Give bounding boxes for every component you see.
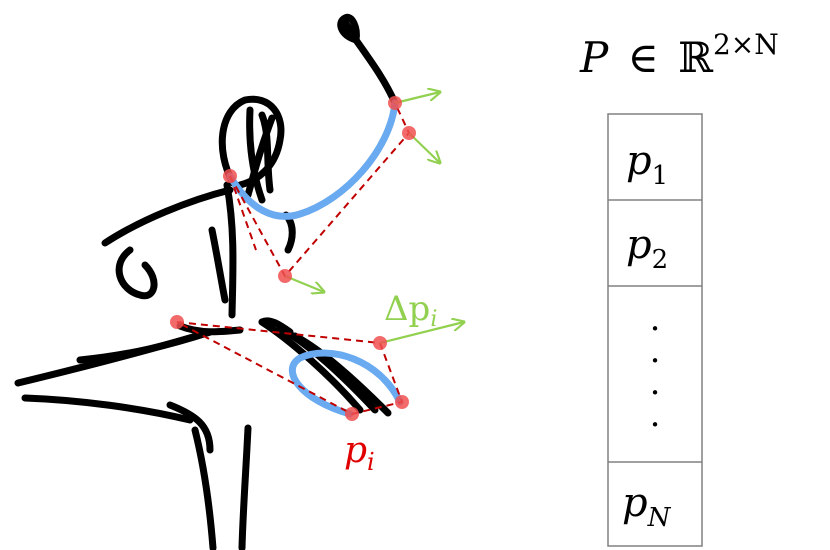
arrow-middle xyxy=(284,274,324,292)
hair-stroke-2 xyxy=(258,111,274,194)
hand-bundle-stroke-3 xyxy=(291,332,392,417)
displacement-arrows xyxy=(284,92,464,345)
pi-label: pi xyxy=(344,430,375,476)
extended-leg-top-stroke xyxy=(14,328,214,387)
lower-blue-curve xyxy=(288,349,404,418)
control-points xyxy=(170,96,416,421)
torso-stroke xyxy=(223,181,237,319)
control-point xyxy=(395,395,409,409)
torso-front-stroke xyxy=(208,226,229,304)
equation-label: P ∈ ℝ2×N xyxy=(579,28,779,82)
vector-entry-p1: p1 xyxy=(626,138,668,191)
standing-leg-stroke xyxy=(191,426,217,550)
control-point xyxy=(223,169,237,183)
upper-dashed-diagonal xyxy=(229,175,257,251)
vertical-ellipsis: . . . . xyxy=(650,299,661,435)
lower-hand-loop-stroke xyxy=(115,246,158,300)
hand-loop-stroke xyxy=(337,13,360,44)
raised-arm-stroke xyxy=(341,18,399,107)
hair-stroke xyxy=(246,106,266,204)
ellipsis-dot: . xyxy=(650,299,661,339)
upper-dashed-polygon xyxy=(229,102,411,278)
lower-arm-stroke xyxy=(101,186,234,247)
vector-entry-p2: p2 xyxy=(626,222,668,275)
blue-curves xyxy=(226,99,404,418)
standing-leg-2-stroke xyxy=(238,424,252,550)
delta-pi-label: Δpi xyxy=(384,289,437,332)
hair-stroke-3 xyxy=(244,114,276,199)
control-point xyxy=(373,336,387,350)
ellipsis-dot: . xyxy=(650,331,661,371)
arrow-top-1 xyxy=(394,92,440,105)
arrow-top-2 xyxy=(408,132,440,163)
foot-stroke xyxy=(166,401,214,454)
hand-bundle-stroke-1 xyxy=(258,318,364,414)
upper-blue-curve xyxy=(226,99,399,220)
control-point xyxy=(278,269,292,283)
control-point xyxy=(388,96,402,110)
ellipsis-dot: . xyxy=(650,395,661,435)
vector-table xyxy=(607,113,703,547)
head-back-stroke xyxy=(282,211,296,254)
vector-table-border xyxy=(607,113,703,547)
control-point-pi xyxy=(345,407,359,421)
extended-leg-bottom-stroke xyxy=(21,394,194,424)
hand-bundle-stroke-4 xyxy=(258,317,294,336)
ellipsis-dot: . xyxy=(650,363,661,403)
control-point xyxy=(402,126,416,140)
vector-entry-pN: pN xyxy=(622,480,672,533)
arrow-delta xyxy=(379,322,464,345)
dancer-sketch xyxy=(14,13,399,550)
control-point xyxy=(170,315,184,329)
